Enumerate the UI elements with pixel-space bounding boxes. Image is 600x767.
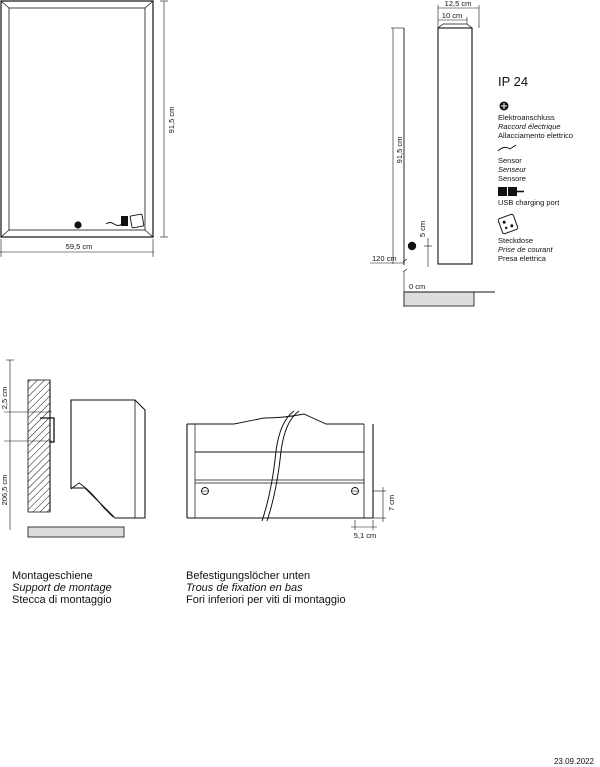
legend-item-socket-de: Steckdose xyxy=(498,236,533,245)
legend-item-connection-it: Allacciamento elettrico xyxy=(498,131,573,140)
legend-item-sensor-de: Sensor xyxy=(498,156,522,165)
legend-item-connection-de: Elektroanschluss xyxy=(498,113,555,122)
legend: IP 24 Elektroanschluss Raccord électriqu… xyxy=(497,74,573,263)
front-height-label: 91,5 cm xyxy=(167,107,176,134)
mounting-detail xyxy=(4,359,146,538)
socket-icon xyxy=(129,213,145,229)
floor-height-label: 120 cm xyxy=(372,254,397,263)
usb-icon xyxy=(121,216,128,226)
legend-item-sensor-fr: Senseur xyxy=(498,165,526,174)
ip-rating: IP 24 xyxy=(498,74,528,89)
legend-item-usb-de: USB charging port xyxy=(498,198,560,207)
sensor-icon xyxy=(105,222,123,226)
front-view xyxy=(0,0,168,257)
holes-caption-it: Fori inferiori per viti di montaggio xyxy=(186,594,346,606)
legend-item-sensor-it: Sensore xyxy=(498,174,526,183)
mounting-caption-it: Stecca di montaggio xyxy=(12,594,112,606)
side-view xyxy=(370,5,495,307)
side-height-label: 91,5 cm xyxy=(395,137,404,164)
legend-socket-icon xyxy=(497,213,519,235)
base-label: 0 cm xyxy=(409,282,425,291)
mounting-caption-fr: Support de montage xyxy=(12,582,112,594)
side-connection-icon xyxy=(407,241,417,251)
legend-item-socket-it: Presa elettrica xyxy=(498,254,547,263)
legend-item-connection-fr: Raccord électrique xyxy=(498,122,561,131)
socket-offset-label: 5 cm xyxy=(418,221,427,237)
holes-horizontal-label: 5,1 cm xyxy=(354,531,377,540)
connection-icon xyxy=(74,221,82,229)
holes-detail xyxy=(186,410,386,530)
holes-vertical-label: 7 cm xyxy=(387,495,396,511)
legend-item-socket-fr: Prise de courant xyxy=(498,245,554,254)
legend-usb-icon xyxy=(498,187,524,196)
side-outer-depth-label: 12,5 cm xyxy=(445,0,472,8)
mounting-caption-de: Montageschiene xyxy=(12,570,93,582)
side-inner-depth-label: 10 cm xyxy=(442,11,462,20)
holes-caption-fr: Trous de fixation en bas xyxy=(186,582,303,594)
document-date: 23.09.2022 xyxy=(554,757,595,766)
mounting-height-label: 206,5 cm xyxy=(0,475,9,506)
holes-caption-de: Befestigungslöcher unten xyxy=(186,570,310,582)
front-width-label: 59,5 cm xyxy=(66,242,93,251)
mounting-top-gap-label: 2,5 cm xyxy=(0,387,9,410)
legend-sensor-icon xyxy=(497,144,517,152)
